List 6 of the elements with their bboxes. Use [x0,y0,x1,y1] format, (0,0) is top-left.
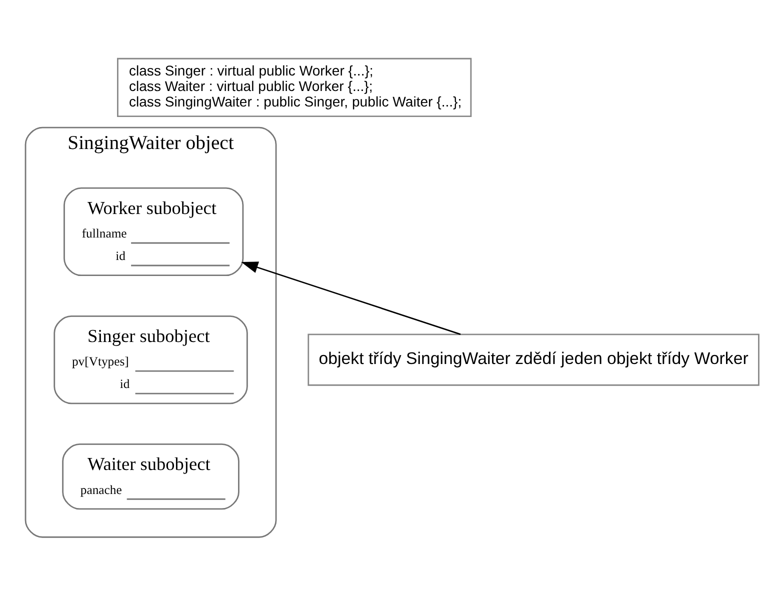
node-box: objekt třídy SingingWaiter zdědí jeden objekt třídy Worker [308,334,760,386]
node-box: Worker subobject fullname id [64,187,244,276]
arrow [241,262,461,335]
node-box: Waiter subobject panache [62,444,240,510]
node-box: class Singer : virtual public Worker {...}; class Waiter : virtual public Worker {...}; class SingingWaiter : public Singer, public Waiter {...}; [117,58,472,118]
node-box: Singer subobject pv[Vtypes] id [54,315,248,404]
